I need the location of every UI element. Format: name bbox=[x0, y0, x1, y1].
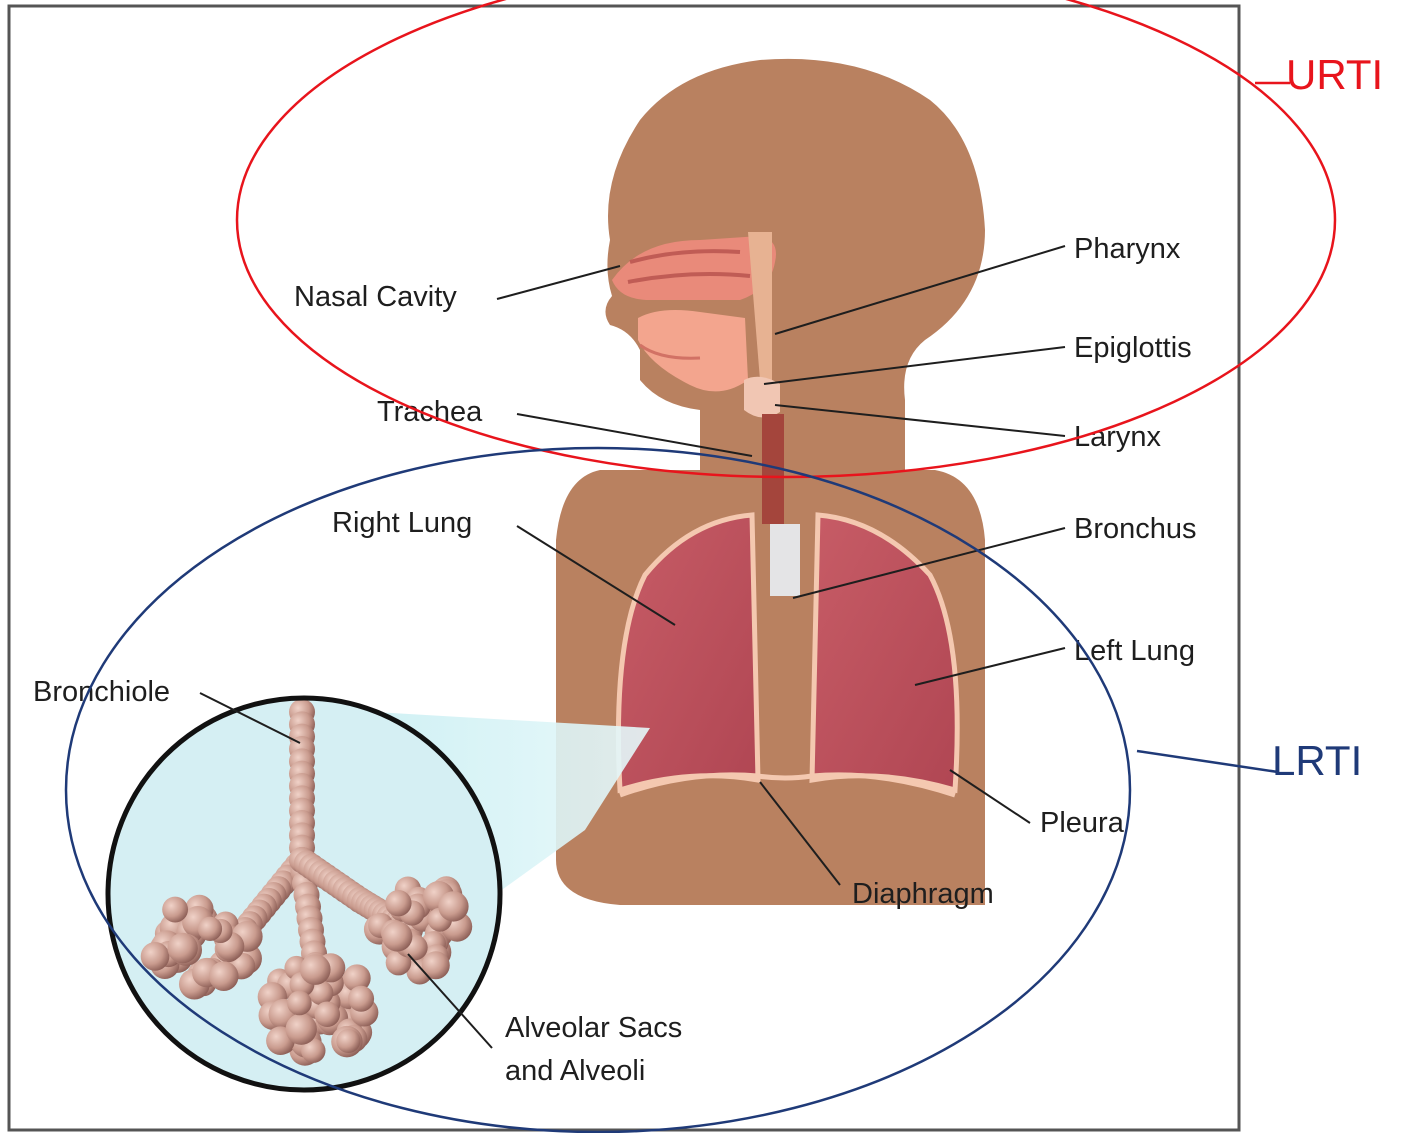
lrti-label: LRTI bbox=[1272, 737, 1362, 784]
urti-label: URTI bbox=[1286, 51, 1383, 98]
alveolus bbox=[209, 961, 239, 991]
label-bronchus: Bronchus bbox=[1074, 513, 1197, 545]
alveoli-zoom bbox=[108, 698, 500, 1090]
alveolus bbox=[438, 891, 468, 921]
label-diaphragm: Diaphragm bbox=[852, 878, 994, 910]
alveolus bbox=[385, 890, 411, 916]
label-pleura: Pleura bbox=[1040, 807, 1125, 839]
label-right-lung: Right Lung bbox=[332, 507, 472, 539]
alveolus bbox=[382, 921, 412, 951]
label-pharynx: Pharynx bbox=[1074, 233, 1181, 265]
alveolus bbox=[287, 991, 312, 1016]
label-epiglottis: Epiglottis bbox=[1074, 332, 1192, 364]
label-bronchiole: Bronchiole bbox=[33, 676, 170, 708]
alveolus bbox=[348, 986, 374, 1012]
alveolus bbox=[141, 942, 170, 971]
alveolus bbox=[336, 1029, 360, 1053]
label-alveolar-sacs: Alveolar Sacs bbox=[505, 1012, 682, 1044]
alveolus bbox=[167, 933, 197, 963]
label-nasal-cavity: Nasal Cavity bbox=[294, 281, 457, 313]
alveolus bbox=[198, 917, 222, 941]
label-and-alveoli: and Alveoli bbox=[505, 1055, 645, 1087]
alveolus bbox=[162, 897, 188, 923]
alveolus bbox=[286, 1013, 317, 1044]
alveolus bbox=[314, 1001, 340, 1027]
alveolus bbox=[300, 954, 331, 985]
